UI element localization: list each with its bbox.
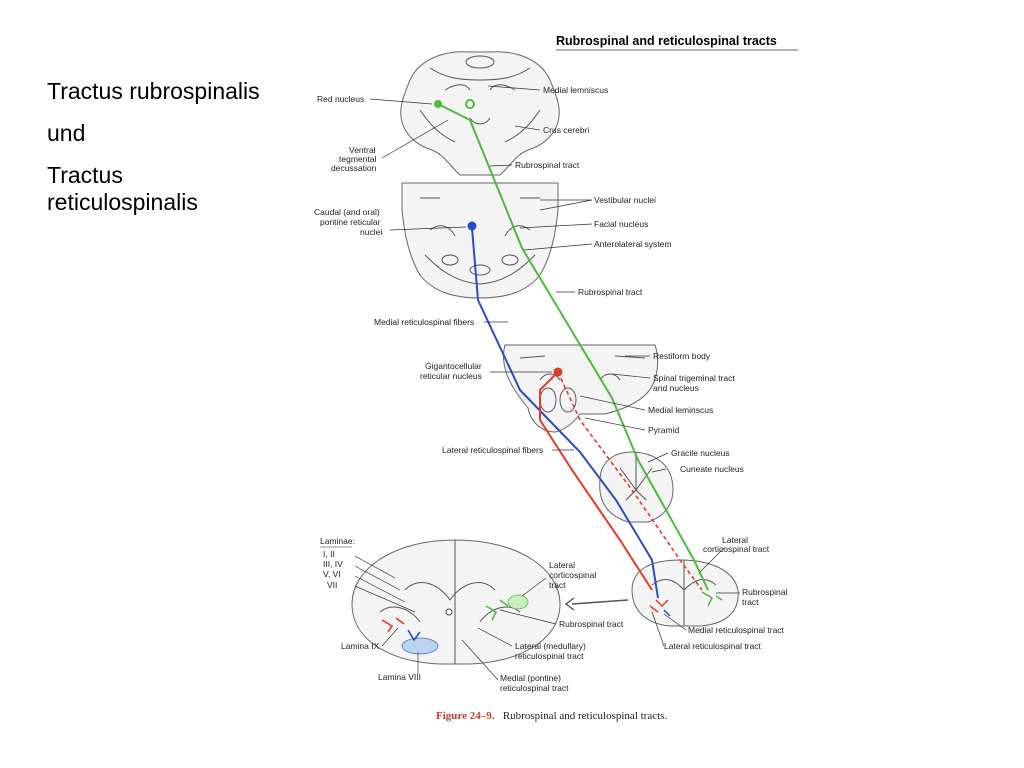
label-pyramid: Pyramid <box>648 425 679 435</box>
label-spinal-trigeminal-2: and nucleus <box>653 383 699 393</box>
label-group: Red nucleus Medial lemniscus Crus cerebr… <box>314 85 787 693</box>
cord-tract-marks <box>381 591 723 642</box>
label-laminae: Laminae: <box>320 536 355 546</box>
label-lateral-reticulospinal-tract: Lateral reticulospinal tract <box>664 641 761 651</box>
rubrospinal-area <box>507 594 529 610</box>
label-anterolateral-system: Anterolateral system <box>594 239 671 249</box>
label-rubrospinal-small-1: Rubrospinal <box>742 587 787 597</box>
label-caudal-1: Caudal (and oral) <box>314 207 380 217</box>
label-lateral-cst-big-3: tract <box>549 580 566 590</box>
label-ventral-1: Ventral <box>349 145 376 155</box>
label-rubrospinal-tract-big: Rubrospinal tract <box>559 619 624 629</box>
gigantocellular-nucleus <box>553 367 563 377</box>
arrow-head <box>564 597 575 611</box>
label-red-nucleus: Red nucleus <box>317 94 364 104</box>
label-restiform-body: Restiform body <box>653 351 711 361</box>
label-gracile-nucleus: Gracile nucleus <box>671 448 730 458</box>
label-lateral-reticulospinal-fibers: Lateral reticulospinal fibers <box>442 445 543 455</box>
lamina-viii-shading <box>401 637 439 655</box>
pontine-reticular-nucleus <box>467 221 477 231</box>
slide-title-line-4: reticulospinalis <box>47 189 198 215</box>
label-lateral-cst-small-2: corticospinal tract <box>703 544 770 554</box>
red-nucleus-left <box>434 100 442 108</box>
label-ventral-3: decussation <box>331 163 377 173</box>
small-cord-section <box>631 559 739 627</box>
arrow-enlarge <box>571 599 629 605</box>
label-lamina-5-6: V, VI <box>323 569 341 579</box>
slide-title-line-1: Tractus rubrospinalis <box>47 78 260 104</box>
figure-heading: Rubrospinal and reticulospinal tracts <box>556 34 777 48</box>
label-lateral-cst-big-1: Lateral <box>549 560 575 570</box>
label-lateral-cst-small-1: Lateral <box>722 535 748 545</box>
label-lat-medullary-2: reticulospinal tract <box>515 651 584 661</box>
label-caudal-2: pontine reticular <box>320 217 381 227</box>
label-gigantocellular-1: Gigantocellular <box>425 361 482 371</box>
slide-title: Tractus rubrospinalis und Tractus reticu… <box>47 78 307 231</box>
lateral-reticulospinal-tract <box>539 367 703 591</box>
label-lamina-3-4: III, IV <box>323 559 343 569</box>
label-lamina-9: Lamina IX <box>341 641 380 651</box>
label-cuneate-nucleus: Cuneate nucleus <box>680 464 744 474</box>
label-lateral-cst-big-2: corticospinal <box>549 570 596 580</box>
label-medial-lemniscus: Medial lemniscus <box>543 85 608 95</box>
medial-reticulospinal-tract <box>467 221 659 599</box>
caption-text: Rubrospinal and reticulospinal tracts. <box>503 710 668 722</box>
label-rubrospinal-small-2: tract <box>742 597 759 607</box>
label-med-pontine-1: Medial (pontine) <box>500 673 561 683</box>
label-vestibular-nuclei: Vestibular nuclei <box>594 195 656 205</box>
label-med-pontine-2: reticulospinal tract <box>500 683 569 693</box>
label-medial-leminscus: Medial leminscus <box>648 405 713 415</box>
red-nucleus-right <box>465 99 475 109</box>
label-lat-medullary-1: Lateral (medullary) <box>515 641 586 651</box>
caption-number: Figure 24–9. <box>436 710 495 722</box>
label-crus-cerebri: Crus cerebri <box>543 125 589 135</box>
label-caudal-3: nuclei <box>360 227 382 237</box>
large-cord-section <box>351 539 561 665</box>
leader-lines <box>354 85 740 681</box>
label-facial-nucleus: Facial nucleus <box>594 219 648 229</box>
label-lamina-1-2: I, II <box>323 549 335 559</box>
label-rubrospinal-tract-2: Rubrospinal tract <box>578 287 643 297</box>
slide-title-line-3: Tractus <box>47 162 123 188</box>
label-gigantocellular-2: reticular nucleus <box>420 371 482 381</box>
label-spinal-trigeminal-1: Spinal trigeminal tract <box>653 373 735 383</box>
pons-section <box>401 182 559 299</box>
medulla-section <box>503 344 659 433</box>
label-rubrospinal-tract-1: Rubrospinal tract <box>515 160 580 170</box>
label-ventral-2: tegmental <box>339 154 376 164</box>
label-medial-reticulospinal-fibers: Medial reticulospinal fibers <box>374 317 474 327</box>
slide-title-line-2: und <box>47 120 86 146</box>
midbrain-section <box>400 51 560 176</box>
figure-caption: Figure 24–9. Rubrospinal and reticulospi… <box>436 710 667 722</box>
label-lamina-7: VII <box>327 580 337 590</box>
rubrospinal-tract <box>434 99 709 591</box>
label-medial-reticulospinal-tract: Medial reticulospinal tract <box>688 625 785 635</box>
label-lamina-8: Lamina VIII <box>378 672 421 682</box>
